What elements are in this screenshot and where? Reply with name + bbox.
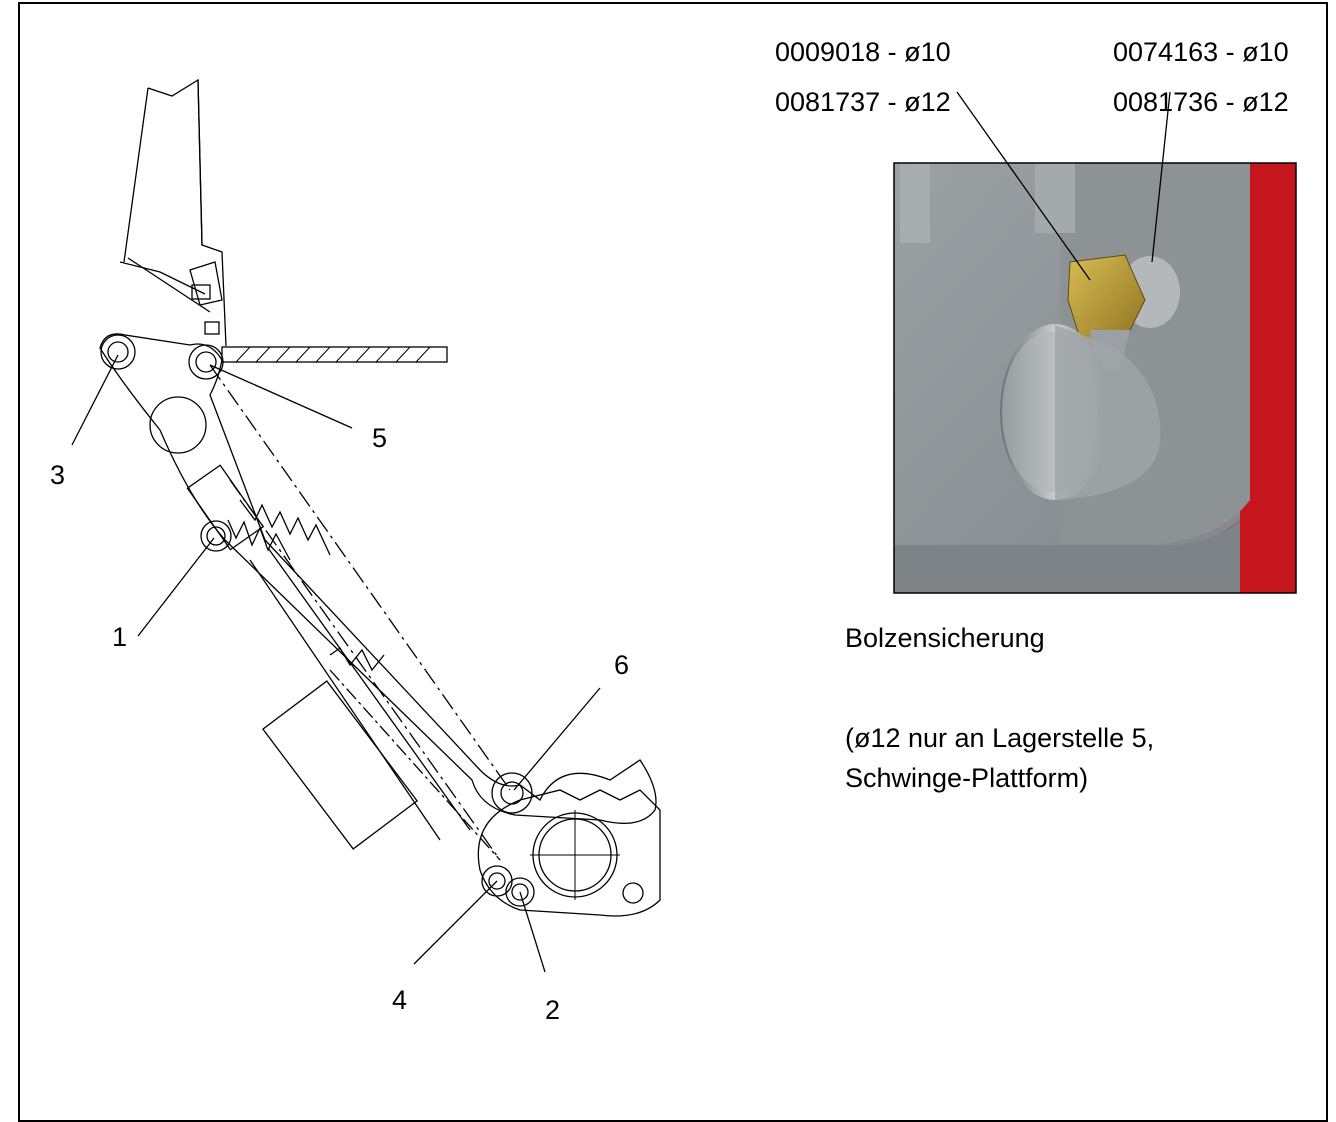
callout-2: 2 [545, 995, 561, 1025]
spring [239, 499, 331, 556]
cylinder [262, 680, 418, 850]
callout-4: 4 [392, 985, 408, 1015]
part-number-left-top: 0009018 - ø10 [775, 37, 951, 67]
callout-1: 1 [112, 622, 128, 652]
part-number-right-bottom: 0081736 - ø12 [1113, 87, 1289, 117]
callout-5: 5 [372, 423, 388, 453]
callout-6: 6 [614, 650, 630, 680]
callout-3: 3 [50, 460, 66, 490]
part-number-left-bottom: 0081737 - ø12 [775, 87, 951, 117]
caption-note-line-1: (ø12 nur an Lagerstelle 5, [845, 723, 1155, 753]
caption-title: Bolzensicherung [845, 623, 1045, 653]
part-number-right-top: 0074163 - ø10 [1113, 37, 1289, 67]
caption-note-line-2: Schwinge-Plattform) [845, 763, 1089, 793]
swing-arm [99, 333, 657, 824]
platform [221, 346, 448, 363]
